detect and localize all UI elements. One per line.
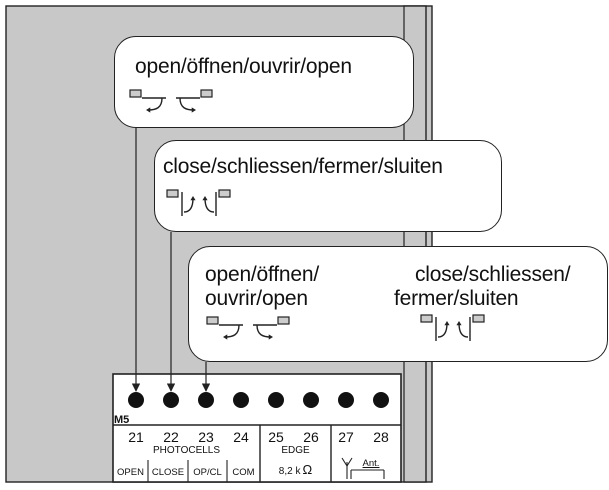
sub-close: CLOSE (151, 467, 185, 478)
callout-open-text: open/öffnen/ouvrir/open (135, 55, 352, 78)
callout-both-open-line1: open/öffnen/ (205, 263, 319, 286)
terminal-25 (268, 392, 284, 408)
terminal-28 (373, 392, 389, 408)
group-edge: EDGE (281, 445, 310, 456)
antenna-icon (341, 457, 385, 479)
terminal-number: 25 (268, 429, 284, 445)
terminal-board (112, 373, 402, 483)
photocell-close-icon (420, 314, 485, 341)
sub-opcl: OP/CL (193, 467, 222, 478)
callout-close: close/schliessen/fermer/sluiten (154, 140, 502, 232)
callout-both-close-line2: fermer/sluiten (394, 287, 519, 310)
terminal-24 (233, 392, 249, 408)
antenna-label: Ant. (362, 458, 380, 469)
board-label: M5 (114, 414, 130, 426)
terminal-row (128, 392, 389, 408)
terminal-27 (338, 392, 354, 408)
photocell-close-icon (166, 189, 231, 216)
terminal-23 (198, 392, 214, 408)
callout-open-close: open/öffnen/ ouvrir/open close/schliesse… (188, 246, 608, 362)
terminal-22 (163, 392, 179, 408)
callout-both-close-line1: close/schliessen/ (415, 263, 571, 286)
terminal-26 (303, 392, 319, 408)
connection-lines (131, 128, 211, 392)
sub-open: OPEN (117, 467, 144, 478)
callout-close-text: close/schliessen/fermer/sluiten (163, 155, 443, 178)
terminal-21 (128, 392, 144, 408)
callout-open: open/öffnen/ouvrir/open (114, 36, 414, 128)
terminal-number: 28 (373, 429, 389, 445)
terminal-number: 23 (198, 429, 214, 445)
terminal-number: 27 (338, 429, 354, 445)
terminal-number: 22 (163, 429, 179, 445)
sub-com: COM (232, 467, 255, 478)
photocell-open-icon (206, 316, 290, 340)
edge-value: 8,2 k (278, 466, 301, 477)
terminal-number: 24 (233, 429, 249, 445)
callout-both-open-line2: ouvrir/open (205, 287, 308, 310)
photocell-open-icon (129, 89, 213, 113)
terminal-number: 21 (128, 429, 144, 445)
terminal-number: 26 (303, 429, 319, 445)
edge-unit: Ω (302, 462, 313, 477)
group-photocells: PHOTOCELLS (152, 445, 221, 456)
